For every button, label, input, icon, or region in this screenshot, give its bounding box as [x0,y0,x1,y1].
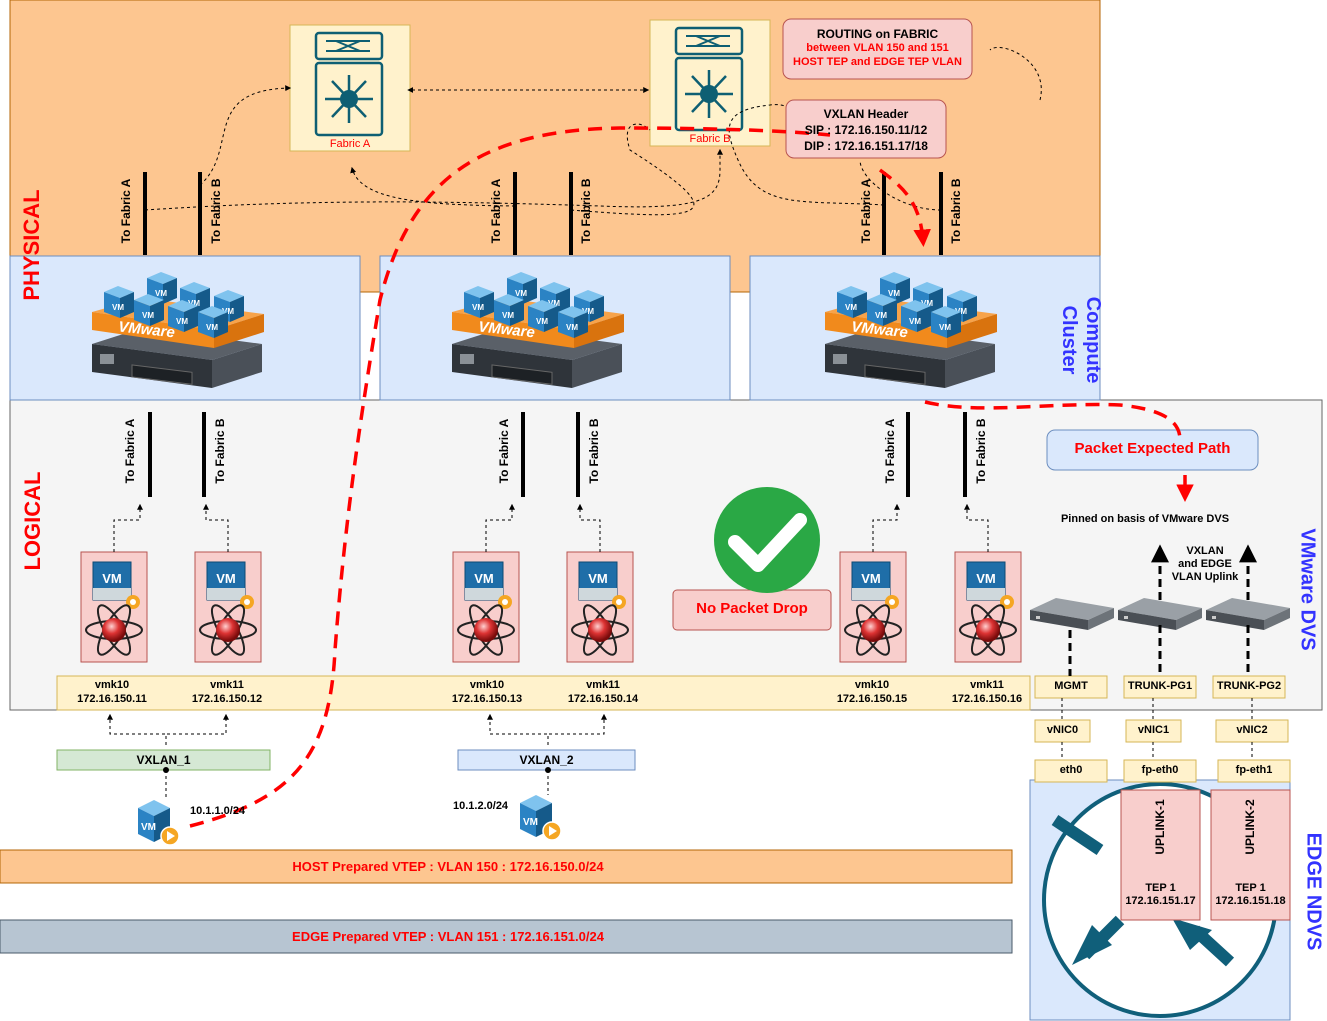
logical-uplink-bars [148,412,967,497]
vm-node-5 [839,551,907,663]
check-mark-icon [714,487,820,593]
uplink-1-box [1120,789,1201,921]
no-packet-drop-box [672,589,832,631]
vm-node-2 [194,551,262,663]
eth0-box [1034,759,1108,783]
fp-eth1-box [1217,759,1291,783]
vxlan-2-segment [457,749,636,771]
vxlan-1-segment [56,749,271,771]
red-packet-path [189,126,1194,828]
vm-node-4 [566,551,634,663]
vnic0-box [1034,719,1091,743]
mgmt-pg-box [1034,675,1108,699]
fabric-a-switch-icon [288,23,412,153]
packet-expected-path-box [1046,429,1259,471]
physical-uplink-bars [143,172,943,255]
vm-node-1 [80,551,148,663]
edge-vtep-band [0,919,1013,954]
vm-icon-vxlan-2 [519,794,562,841]
vnic1-box [1125,719,1182,743]
host-vtep-band [0,849,1013,884]
trunk-pg1-box [1123,675,1197,699]
fp-eth0-box [1123,759,1197,783]
vxlan-header-box [785,99,947,159]
trunk-pg2-box [1212,675,1286,699]
vm-node-6 [954,551,1022,663]
vmk-band [56,675,1031,711]
vm-node-3 [452,551,520,663]
vnic2-box [1215,719,1289,743]
routing-note-box [782,18,973,80]
vm-icon-vxlan-1 [137,799,180,846]
uplink-2-box [1210,789,1291,921]
